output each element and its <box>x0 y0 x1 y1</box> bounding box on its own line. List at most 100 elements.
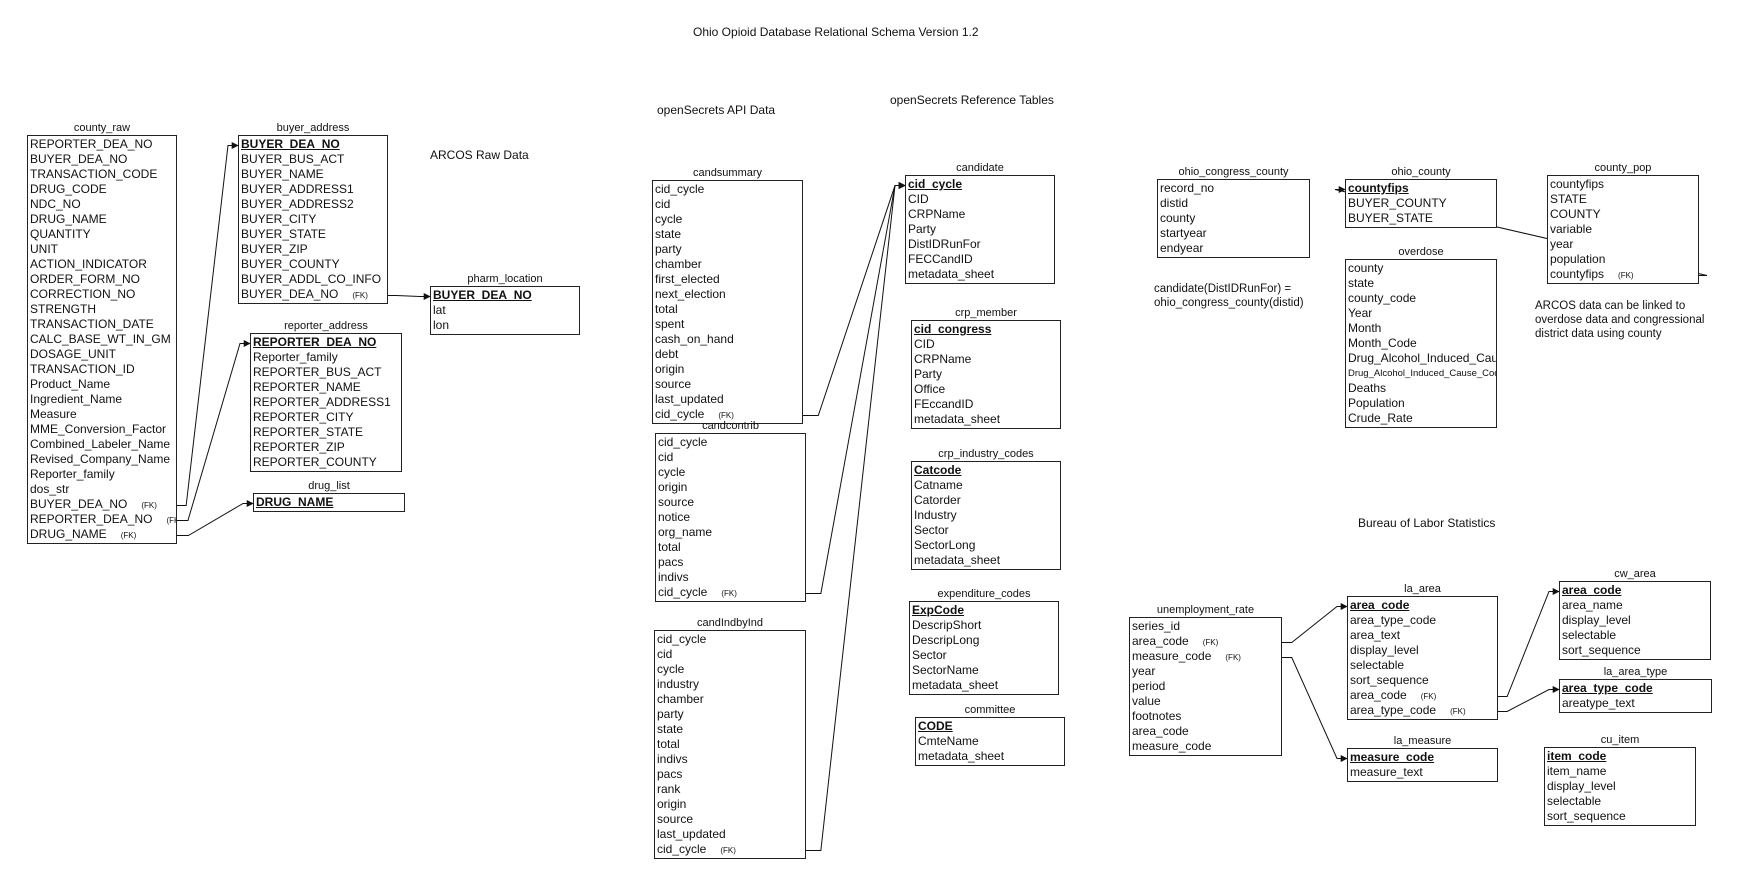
column-name: REPORTER_NAME <box>253 380 361 394</box>
table-column: party <box>655 242 802 257</box>
column-name: indivs <box>658 570 689 584</box>
column-name: Party <box>914 367 943 381</box>
column-name: lat <box>433 303 446 317</box>
table-column: DescripShort <box>912 618 1058 633</box>
table-column: last_updated <box>655 392 802 407</box>
column-name: area_text <box>1350 628 1401 642</box>
column-name: population <box>1550 252 1606 266</box>
column-name: cycle <box>658 465 686 479</box>
primary-key-column: area_type_code <box>1562 681 1711 696</box>
column-name: REPORTER_ZIP <box>253 440 345 454</box>
primary-key-column: BUYER_DEA_NO <box>241 137 387 152</box>
table-column: REPORTER_ZIP <box>253 440 401 455</box>
column-name: pacs <box>658 555 684 569</box>
column-name: source <box>658 495 695 509</box>
table-column: spent <box>655 317 802 332</box>
table-column: cycle <box>657 662 805 677</box>
column-name: cid_cycle <box>655 182 705 196</box>
column-name: CmteName <box>918 734 979 748</box>
section-label-opensecrets-reference: openSecrets Reference Tables <box>890 93 1054 107</box>
column-name: REPORTER_COUNTY <box>253 455 377 469</box>
table-column: item_name <box>1547 764 1695 779</box>
column-name: BUYER_ADDRESS1 <box>241 182 354 196</box>
table-column: CORRECTION_NO <box>30 287 176 302</box>
table-column: STRENGTH <box>30 302 176 317</box>
column-name: cid_cycle <box>655 407 705 421</box>
table-column: Reporter_family <box>30 467 176 482</box>
table-column: record_no <box>1160 181 1309 196</box>
table-column: dos_str <box>30 482 176 497</box>
table-column: Month_Code <box>1348 336 1496 351</box>
relationship-line-candsummary-to-candidate <box>803 182 906 416</box>
column-name: CALC_BASE_WT_IN_GM <box>30 332 171 346</box>
column-name: ACTION_INDICATOR <box>30 257 147 271</box>
column-name: CRPName <box>908 207 966 221</box>
table-column: org_name <box>658 525 805 540</box>
table-column: cid_cycle <box>655 182 802 197</box>
column-name: STATE <box>1550 192 1587 206</box>
column-name: origin <box>655 362 685 376</box>
fk-marker: (FK) <box>1618 271 1634 280</box>
column-name: Party <box>908 222 937 236</box>
arcos-link-note-line2: overdose data and congressional <box>1535 314 1705 326</box>
table-column: Catname <box>914 478 1060 493</box>
table-column: year <box>1550 237 1698 252</box>
table-column: TRANSACTION_DATE <box>30 317 176 332</box>
table-column: sort_sequence <box>1350 673 1497 688</box>
column-name: area_code <box>1350 688 1407 702</box>
column-name: chamber <box>657 692 704 706</box>
table-column: Drug_Alcohol_Induced_Cause_Code <box>1348 366 1496 381</box>
column-name: lon <box>433 318 450 332</box>
column-name: REPORTER_BUS_ACT <box>253 365 382 379</box>
column-name: Sector <box>912 648 947 662</box>
table-column: value <box>1132 694 1281 709</box>
column-name: cycle <box>657 662 685 676</box>
column-name: party <box>655 242 682 256</box>
table-name: reporter_address <box>284 320 368 332</box>
foreign-key-column: BUYER_DEA_NO(FK) <box>241 287 387 302</box>
table-column: indivs <box>657 752 805 767</box>
table-column: cid_cycle <box>657 632 805 647</box>
column-name: STRENGTH <box>30 302 96 316</box>
table-column: BUYER_NAME <box>241 167 387 182</box>
table-column: CID <box>908 192 1054 207</box>
table-column: display_level <box>1547 779 1695 794</box>
table-column: measure_code <box>1132 739 1281 754</box>
column-name: Product_Name <box>30 377 111 391</box>
column-name: DRUG_NAME <box>256 495 334 509</box>
table-column: Product_Name <box>30 377 176 392</box>
table-column: state <box>655 227 802 242</box>
table-name: la_area <box>1404 583 1441 595</box>
column-name: value <box>1132 694 1161 708</box>
table-column: BUYER_ZIP <box>241 242 387 257</box>
column-name: display_level <box>1547 779 1616 793</box>
primary-key-column: cid_cycle <box>908 177 1054 192</box>
table-column: BUYER_STATE <box>1348 211 1496 226</box>
relationship-line-unemployment_rate-to-la_measure <box>1282 657 1348 762</box>
column-name: TRANSACTION_CODE <box>30 167 158 181</box>
table-column: cid <box>658 450 805 465</box>
table-column: next_election <box>655 287 802 302</box>
column-name: DescripShort <box>912 618 982 632</box>
column-name: CRPName <box>914 352 972 366</box>
table-column: area_code <box>1132 724 1281 739</box>
fk-marker: (FK) <box>718 411 734 420</box>
column-name: area_type_code <box>1350 703 1437 717</box>
column-name: measure_code <box>1132 649 1212 663</box>
column-name: DRUG_NAME <box>30 212 107 226</box>
column-name: area_code <box>1132 724 1189 738</box>
table-column: STATE <box>1550 192 1698 207</box>
table-column: Sector <box>914 523 1060 538</box>
column-name: BUYER_STATE <box>241 227 326 241</box>
table-column: DOSAGE_UNIT <box>30 347 176 362</box>
column-name: area_type_code <box>1350 613 1437 627</box>
column-name: Month <box>1348 321 1382 335</box>
